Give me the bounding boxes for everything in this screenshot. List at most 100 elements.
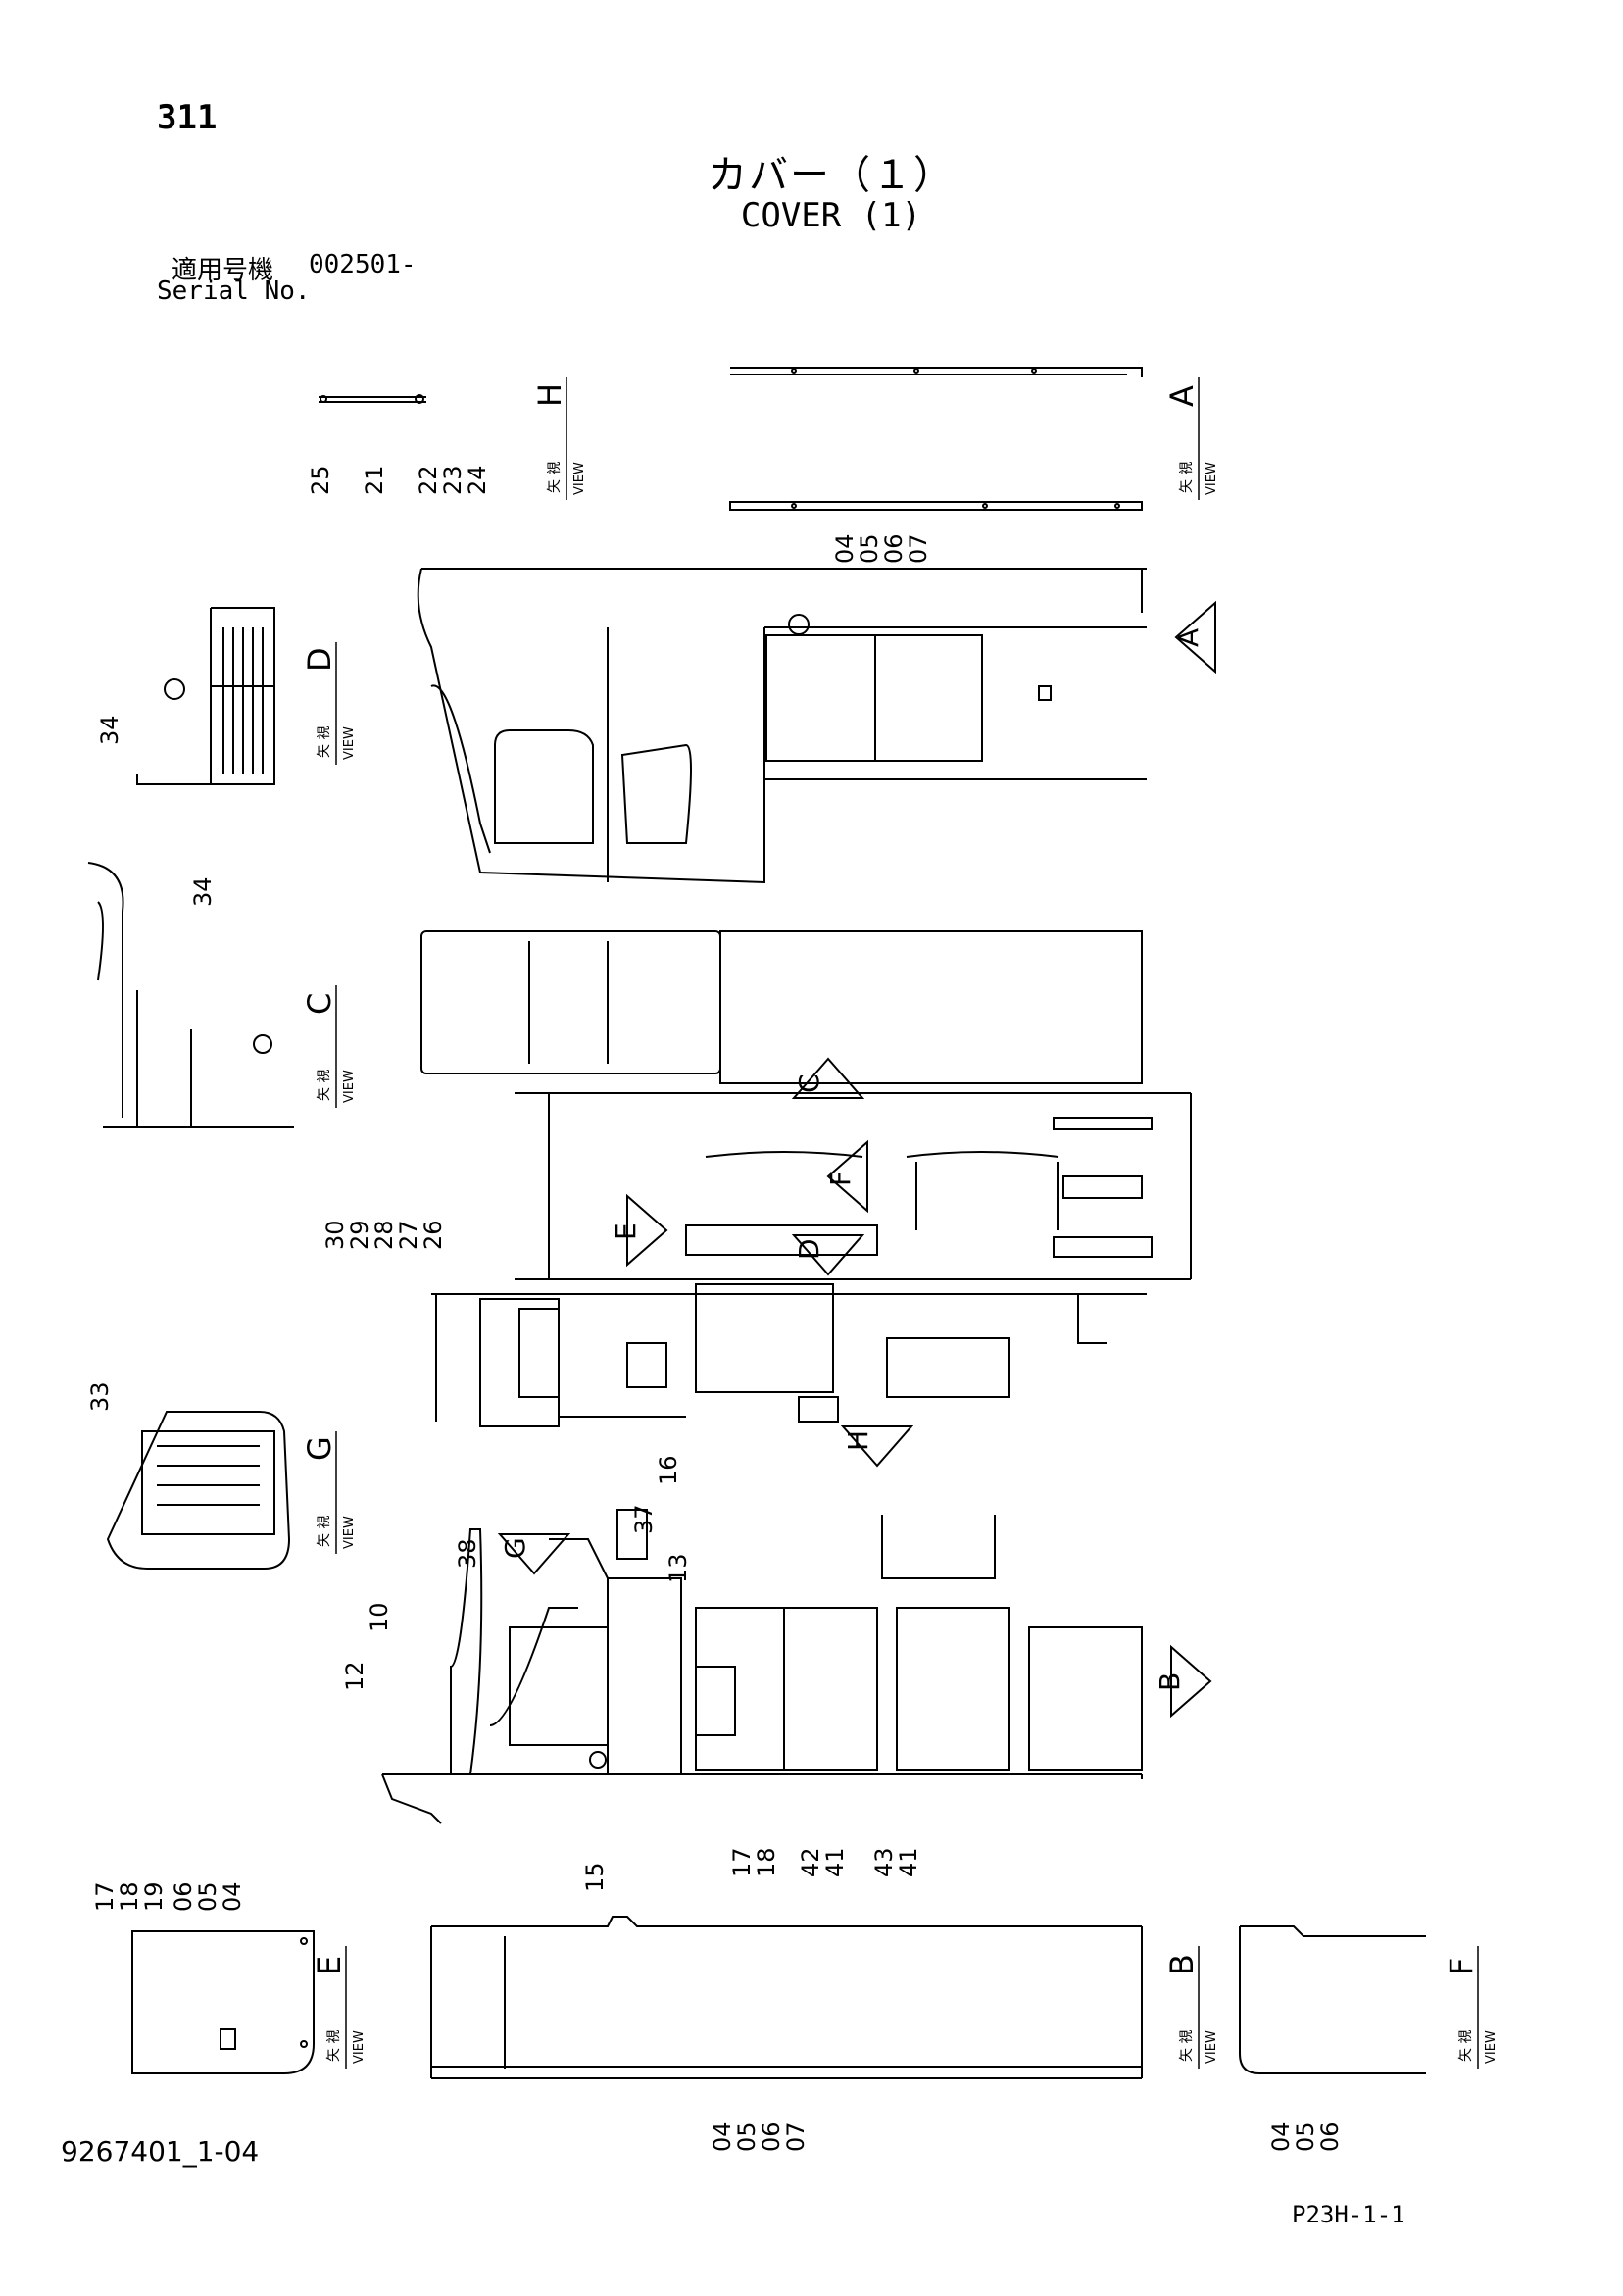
view-e-drawing <box>131 1930 315 2074</box>
view-c-word: VIEW <box>342 1070 357 1103</box>
part-number-main-cab-1: 37 <box>630 1504 658 1534</box>
side-view-drawing <box>381 1509 1143 1824</box>
view-d-kanji: 矢 視 <box>317 726 332 758</box>
arrow-g-letter: G <box>499 1537 531 1559</box>
part-number-main-cab-3: 38 <box>454 1538 481 1569</box>
view-g-label: G 矢 視 VIEW <box>301 1431 357 1554</box>
part-number-main-cab-5: 12 <box>341 1661 369 1691</box>
part-number-main-upper-4: 26 <box>419 1220 447 1250</box>
part-number-view-e-2: 19 <box>140 1881 168 1912</box>
part-number-view-b-0: 04 <box>709 2121 736 2152</box>
view-g-letter: G <box>301 1436 338 1461</box>
part-number-main-upper-0: 30 <box>321 1220 349 1250</box>
part-number-main-upper-3: 27 <box>395 1220 422 1250</box>
arrow-f-letter: F <box>824 1171 857 1186</box>
part-number-view-e-5: 04 <box>219 1881 246 1912</box>
part-number-view-h-3: 23 <box>439 465 467 495</box>
part-number-view-a-3: 07 <box>905 533 932 564</box>
view-e-letter: E <box>311 1956 348 1975</box>
view-f-letter: F <box>1443 1958 1480 1975</box>
part-number-view-h-1: 21 <box>361 465 388 495</box>
arrow-c: C <box>791 1057 865 1099</box>
part-number-view-b-1: 05 <box>733 2121 761 2152</box>
view-h-label: H 矢 視 VIEW <box>531 377 587 500</box>
view-b-word: VIEW <box>1205 2030 1219 2064</box>
part-number-view-a-1: 05 <box>856 533 883 564</box>
part-number-main-lower-4: 43 <box>870 1847 898 1877</box>
arrow-b-letter: B <box>1154 1672 1186 1691</box>
title-japanese: カバー（１） <box>708 153 955 198</box>
view-a-kanji: 矢 視 <box>1179 462 1195 493</box>
view-c-drawing <box>87 862 294 1128</box>
serial-label-english: Serial No. <box>157 276 311 306</box>
view-h-word: VIEW <box>572 462 587 495</box>
view-f-label: F 矢 視 VIEW <box>1443 1946 1499 2069</box>
page-code: P23H-1-1 <box>1292 2201 1405 2228</box>
view-h-letter: H <box>531 383 568 407</box>
arrow-d: D <box>791 1234 865 1276</box>
part-number-view-f-0: 04 <box>1267 2121 1295 2152</box>
view-b-kanji: 矢 視 <box>1179 2030 1195 2062</box>
view-b-drawing <box>430 1916 1143 2079</box>
part-number-main-cab-4: 10 <box>366 1602 393 1632</box>
part-number-main-lower-2: 42 <box>797 1847 824 1877</box>
part-number-view-c-0: 34 <box>189 876 217 907</box>
view-h-drawing <box>319 394 426 404</box>
serial-label-japanese: 適用号機 <box>172 256 274 285</box>
part-number-view-b-2: 06 <box>758 2121 785 2152</box>
part-number-main-lower-0: 17 <box>728 1847 756 1877</box>
part-number-main-upper-2: 28 <box>370 1220 398 1250</box>
part-number-view-b-3: 07 <box>782 2121 810 2152</box>
view-b-label: B 矢 視 VIEW <box>1163 1946 1219 2069</box>
arrow-d-letter: D <box>793 1238 825 1260</box>
view-a-label: A 矢 視 VIEW <box>1163 377 1219 500</box>
part-number-view-e-3: 06 <box>170 1881 197 1912</box>
part-number-view-f-1: 05 <box>1292 2121 1319 2152</box>
part-number-view-b-top-0: 15 <box>581 1862 609 1892</box>
part-number-view-h-0: 25 <box>307 465 334 495</box>
part-number-view-h-4: 24 <box>464 465 491 495</box>
page-number: 311 <box>157 98 218 137</box>
part-number-view-e-4: 05 <box>194 1881 221 1912</box>
part-number-view-e-1: 18 <box>116 1881 143 1912</box>
view-d-letter: D <box>301 647 338 672</box>
view-f-word: VIEW <box>1484 2030 1499 2064</box>
view-g-word: VIEW <box>342 1516 357 1549</box>
part-number-view-f-2: 06 <box>1316 2121 1344 2152</box>
arrow-e-letter: E <box>610 1223 642 1240</box>
cab-top-drawing <box>420 930 1143 1084</box>
view-c-kanji: 矢 視 <box>317 1070 332 1101</box>
view-a-letter: A <box>1163 385 1201 407</box>
view-g-kanji: 矢 視 <box>317 1516 332 1547</box>
view-b-letter: B <box>1163 1954 1201 1975</box>
cab-front-drawing <box>417 568 1147 884</box>
view-f-kanji: 矢 視 <box>1458 2030 1474 2062</box>
part-number-view-e-0: 17 <box>91 1881 119 1912</box>
view-c-letter: C <box>301 993 338 1015</box>
arrow-a-letter: A <box>1172 628 1205 647</box>
arrow-h: H <box>840 1425 914 1468</box>
part-number-main-upper-1: 29 <box>346 1220 373 1250</box>
part-number-main-lower-1: 18 <box>753 1847 780 1877</box>
arrow-h-letter: H <box>842 1430 874 1451</box>
arrow-a: A <box>1172 600 1216 674</box>
view-h-kanji: 矢 視 <box>547 462 563 493</box>
part-number-view-a-2: 06 <box>880 533 908 564</box>
arrow-f: F <box>824 1139 868 1214</box>
view-d-drawing <box>136 607 275 785</box>
part-number-main-lower-5: 41 <box>895 1847 922 1877</box>
part-number-main-cab-0: 16 <box>655 1455 682 1485</box>
arrow-g: G <box>497 1533 571 1575</box>
part-number-view-h-2: 22 <box>415 465 442 495</box>
view-e-kanji: 矢 視 <box>326 2030 342 2062</box>
view-a-word: VIEW <box>1205 462 1219 495</box>
view-f-drawing <box>1239 1925 1426 2074</box>
upper-structure-drawing <box>515 1092 1192 1280</box>
title-english: COVER (1) <box>740 196 922 235</box>
arrow-b: B <box>1154 1644 1212 1719</box>
arrow-e: E <box>610 1193 668 1268</box>
part-number-view-g-0: 33 <box>86 1381 114 1412</box>
